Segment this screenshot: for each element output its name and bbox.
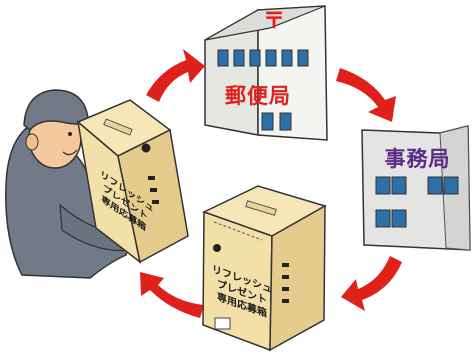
arrow-to-head-office bbox=[336, 68, 396, 122]
head-office-building bbox=[361, 125, 471, 251]
application-box-front bbox=[202, 185, 327, 352]
application-box-carried bbox=[76, 99, 189, 264]
head-office-label: 事務局 bbox=[384, 147, 451, 171]
post-office-windows bbox=[217, 49, 309, 131]
arrow-to-return-box bbox=[341, 256, 402, 311]
head-office-windows bbox=[375, 176, 459, 228]
arrow-to-worker bbox=[140, 272, 204, 318]
post-office-label: 郵便局 bbox=[225, 84, 291, 108]
post-office-mark: 〒 bbox=[262, 9, 285, 34]
post-office-building bbox=[204, 5, 328, 141]
arrow-to-post-office bbox=[146, 49, 205, 102]
cycle-arrows bbox=[140, 49, 402, 318]
